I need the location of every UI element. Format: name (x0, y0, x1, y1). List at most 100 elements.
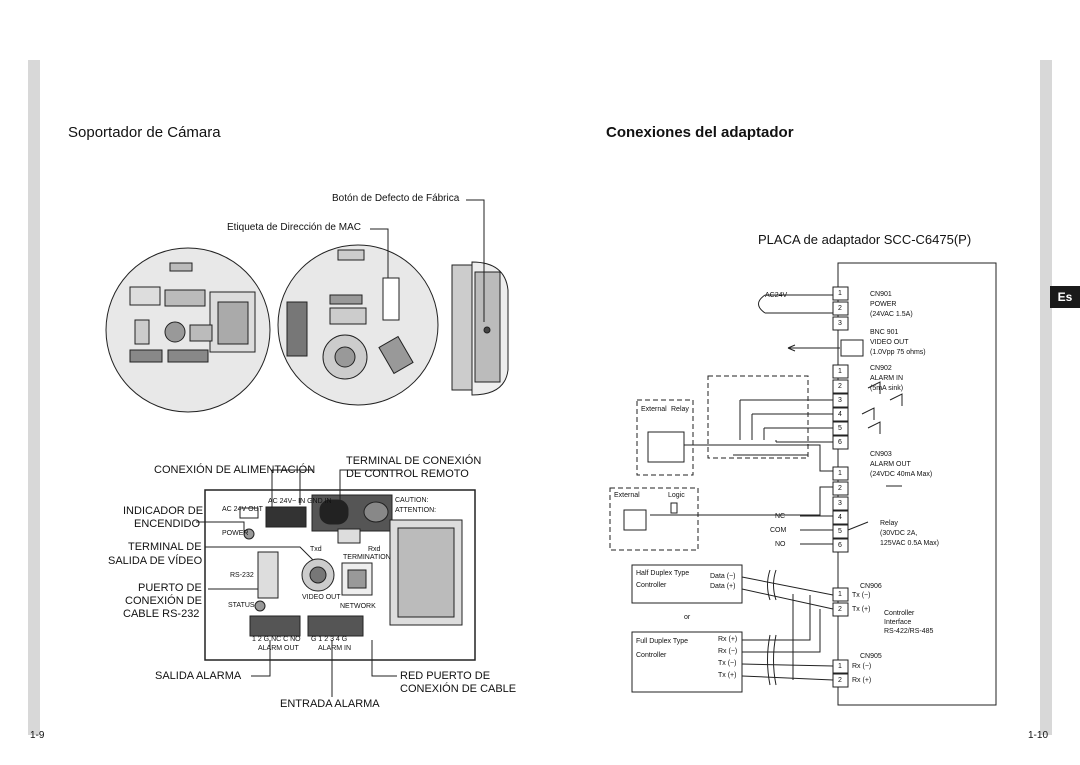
or-label: or (684, 614, 691, 621)
pin-number: 3 (838, 320, 842, 327)
cn901-l1: POWER (870, 301, 897, 308)
pin-number: 2 (838, 305, 842, 312)
half-duplex-type: Half Duplex Type (636, 570, 690, 577)
cn903-name: CN903 (870, 451, 892, 458)
nc-label: NC (775, 513, 786, 520)
relay-l1: Relay (880, 520, 898, 527)
pin-number: 5 (838, 425, 842, 432)
mount-side-view (451, 261, 509, 396)
panel-attention: ATTENTION: (395, 507, 437, 514)
pin-number: 2 (838, 485, 842, 492)
remote-terminal-label-1: TERMINAL DE CONEXIÓN (346, 455, 482, 467)
panel-video-out: VIDEO OUT (302, 594, 341, 601)
power-connection-label: CONEXIÓN DE ALIMENTACIÓN (154, 464, 316, 476)
video-out-label-2: SALIDA DE VÍDEO (108, 555, 203, 567)
ctrl-iface-l1: Controller (884, 610, 915, 617)
external-label-1: External (641, 406, 667, 413)
pin-number: 6 (838, 542, 842, 549)
page-number-right: 1-10 (1028, 730, 1049, 741)
cn906-p1: Tx (−) (852, 592, 871, 599)
cn906-p2: Tx (+) (852, 606, 871, 613)
half-duplex-d2: Data (+) (710, 583, 736, 590)
rs232-label-1: PUERTO DE (138, 582, 202, 594)
panel-power: POWER (222, 530, 249, 537)
relay-l3: 125VAC 0.5A Max) (880, 540, 940, 547)
panel-caution: CAUTION: (395, 497, 429, 504)
pin-number: 6 (838, 439, 842, 446)
factory-default-label: Botón de Defecto de Fábrica (332, 193, 460, 204)
pin-number: 3 (838, 500, 842, 507)
panel-ac24v-out: AC 24V OUT (222, 506, 263, 513)
full-duplex-p1: Rx (+) (718, 636, 738, 643)
panel-txd: Txd (310, 546, 322, 553)
pin-number: 2 (838, 677, 842, 684)
relay-word-label: Relay (671, 406, 689, 413)
video-out-label-1: TERMINAL DE (128, 541, 202, 553)
pin-number: 1 (838, 470, 842, 477)
pin-number: 3 (838, 397, 842, 404)
right-page-title: Conexiones del adaptador (606, 124, 794, 141)
cn905-name: CN905 (860, 653, 882, 660)
cn906-name: CN906 (860, 583, 882, 590)
pin-number: 1 (838, 368, 842, 375)
panel-status: STATUS (228, 602, 255, 609)
rs232-label-3: CABLE RS-232 (123, 608, 200, 620)
panel-rxd: Rxd (368, 546, 381, 553)
pin-number: 4 (838, 514, 842, 521)
panel-network: NETWORK (340, 603, 376, 610)
com-label: COM (770, 527, 787, 534)
cn902-l1: ALARM IN (870, 375, 904, 382)
logic-label: Logic (668, 492, 685, 499)
no-label: NO (775, 541, 786, 548)
language-tab: Es (1050, 286, 1080, 308)
page-number-left: 1-9 (30, 730, 45, 741)
mount-top-view (277, 244, 439, 406)
mac-label: Etiqueta de Dirección de MAC (227, 222, 361, 233)
full-duplex-p3: Tx (−) (718, 660, 737, 667)
cn902-l2: (5mA sink) (870, 385, 904, 392)
cn902-name: CN902 (870, 365, 892, 372)
full-duplex-p4: Tx (+) (718, 672, 737, 679)
ctrl-iface-l2: Interface (884, 619, 912, 626)
full-duplex-type: Full Duplex Type (636, 638, 689, 645)
full-duplex-ctrl: Controller (636, 652, 667, 659)
half-duplex-ctrl: Controller (636, 582, 667, 589)
external-label-2: External (614, 492, 640, 499)
cn901-name: CN901 (870, 291, 892, 298)
remote-terminal-label-2: DE CONTROL REMOTO (346, 468, 469, 480)
panel-alarm-out: ALARM OUT (258, 645, 299, 652)
pin-number: 4 (838, 411, 842, 418)
panel-alarm-out-pins: 1 2 G NC C NO (252, 636, 301, 643)
pin-number: 2 (838, 383, 842, 390)
bnc-name: BNC 901 (870, 329, 899, 336)
board-title: PLACA de adaptador SCC-C6475(P) (758, 232, 972, 247)
power-led-label-1: INDICADOR DE (123, 505, 204, 517)
full-duplex-p2: Rx (−) (718, 648, 738, 655)
power-led-label-2: ENCENDIDO (134, 518, 201, 530)
cn903-l2: (24VDC 40mA Max) (870, 471, 933, 478)
pin-number: 1 (838, 663, 842, 670)
panel-rs232: RS-232 (230, 572, 254, 579)
cn905-p2: Rx (+) (852, 677, 872, 684)
bnc-l2: (1.0Vpp 75 ohms) (870, 349, 926, 356)
connector-panel (204, 489, 476, 661)
ac24v-label: AC24V (765, 292, 788, 299)
panel-alarm-in-pins: G 1 2 3 4 G (311, 636, 348, 643)
rs232-label-2: CONEXIÓN DE (125, 595, 203, 607)
mount-bottom-view (105, 247, 271, 413)
cn903-l1: ALARM OUT (870, 461, 911, 468)
bnc-l1: VIDEO OUT (870, 339, 909, 346)
network-label-2: CONEXIÓN DE CABLE (400, 683, 517, 695)
alarm-out-label: SALIDA ALARMA (155, 670, 242, 682)
network-label-1: RED PUERTO DE (400, 670, 491, 682)
panel-termination: TERMINATION (343, 554, 391, 561)
pin-number: 1 (838, 591, 842, 598)
left-margin-bar (28, 60, 40, 735)
panel-alarm-in: ALARM IN (318, 645, 352, 652)
pin-number: 1 (838, 290, 842, 297)
cn905-p1: Rx (−) (852, 663, 872, 670)
panel-ac24v-in: AC 24V~ IN GND IN (268, 498, 332, 505)
pin-number: 5 (838, 528, 842, 535)
